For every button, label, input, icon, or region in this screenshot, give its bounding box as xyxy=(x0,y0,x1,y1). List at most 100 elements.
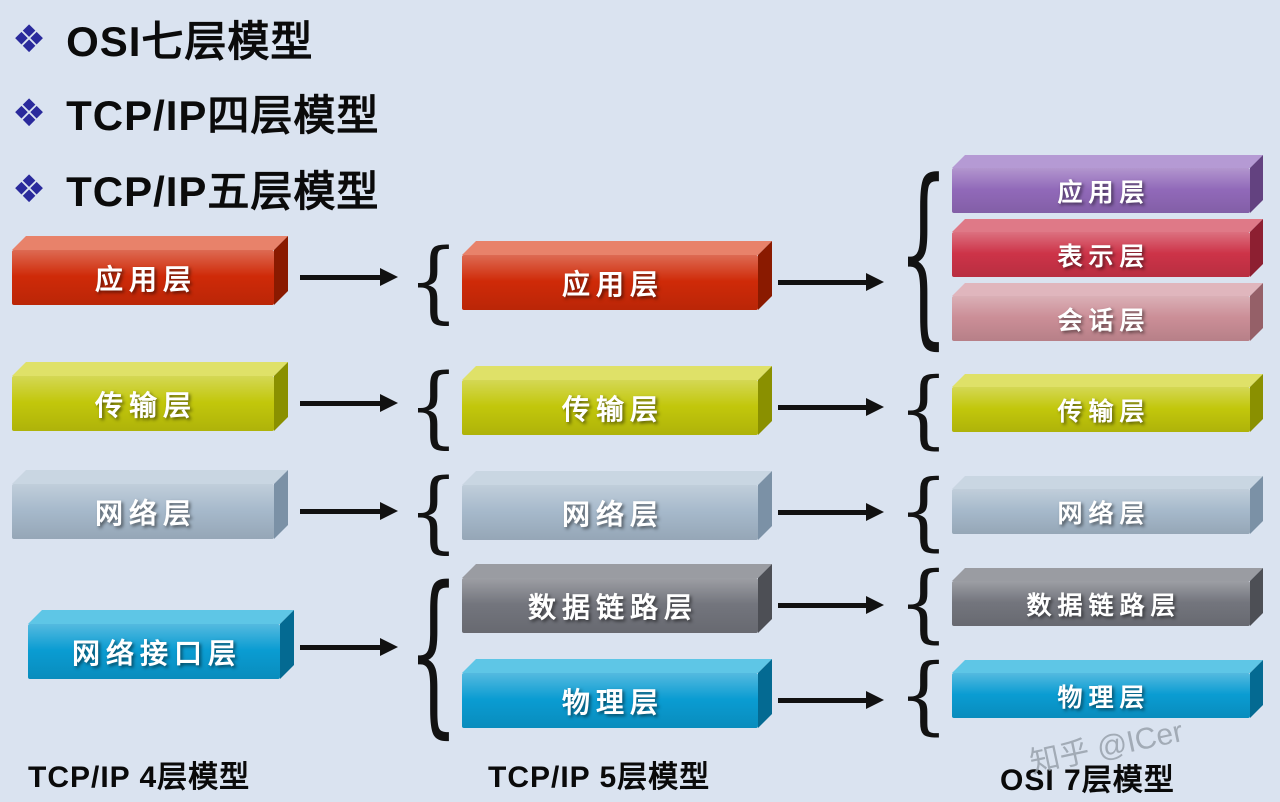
layer-block-datalink: 数据链路层 xyxy=(462,564,772,633)
block-front-face: 传输层 xyxy=(462,380,758,435)
arrow-head xyxy=(866,398,884,416)
block-front-face: 数据链路层 xyxy=(952,581,1250,626)
layer-label: 数据链路层 xyxy=(527,591,698,623)
layer-block-network: 网络层 xyxy=(462,471,772,540)
left-brace-glyph: { xyxy=(898,359,949,458)
layer-label: 传输层 xyxy=(561,393,664,425)
arrow-shaft xyxy=(778,509,866,515)
layer-label: 传输层 xyxy=(94,389,197,421)
layer-label: 网络层 xyxy=(94,497,197,529)
block-front-face: 网络接口层 xyxy=(28,624,280,679)
left-brace-glyph: { xyxy=(898,138,949,367)
diamond-bullet-icon: ❖ xyxy=(12,166,47,211)
layer-label: 应用层 xyxy=(1057,178,1151,207)
layer-block-transport: 传输层 xyxy=(952,374,1263,432)
block-side-face xyxy=(274,470,288,539)
layer-block-session: 会话层 xyxy=(952,283,1263,341)
arrow-head xyxy=(866,503,884,521)
layer-block-datalink: 数据链路层 xyxy=(952,568,1263,626)
bullet-item-tcpip5: ❖ TCP/IP五层模型 xyxy=(12,158,379,219)
block-top-face xyxy=(28,610,294,624)
layer-label: 应用层 xyxy=(94,263,197,295)
block-side-face xyxy=(274,362,288,431)
block-side-face xyxy=(758,471,772,540)
layer-block-network: 网络层 xyxy=(12,470,288,539)
arrow-head xyxy=(380,394,398,412)
arrow-head xyxy=(866,273,884,291)
arrow-head xyxy=(866,596,884,614)
bullet-item-tcpip4: ❖ TCP/IP四层模型 xyxy=(12,82,379,143)
block-side-face xyxy=(758,241,772,310)
arrow-shaft xyxy=(778,279,866,285)
layer-label: 数据链路层 xyxy=(1026,591,1182,620)
left-brace-glyph: { xyxy=(408,230,459,333)
arrow-shaft xyxy=(778,697,866,703)
diamond-bullet-icon: ❖ xyxy=(12,16,47,61)
layer-block-physical: 物理层 xyxy=(952,660,1263,718)
layer-block-presentation: 表示层 xyxy=(952,219,1263,277)
layer-block-physical: 物理层 xyxy=(462,659,772,728)
layer-block-transport: 传输层 xyxy=(12,362,288,431)
arrow-right-icon xyxy=(778,596,884,614)
block-front-face: 网络层 xyxy=(12,484,274,539)
block-front-face: 应用层 xyxy=(12,250,274,305)
layer-block-application: 应用层 xyxy=(952,155,1263,213)
block-top-face xyxy=(952,374,1263,387)
block-front-face: 应用层 xyxy=(952,168,1250,213)
column-caption-tcpip5: TCP/IP 5层模型 xyxy=(488,761,711,794)
column-caption-osi7: OSI 7层模型 xyxy=(1000,764,1175,797)
block-top-face xyxy=(462,366,772,380)
layer-block-transport: 传输层 xyxy=(462,366,772,435)
layer-label: 表示层 xyxy=(1057,242,1151,271)
bullet-item-osi7: ❖ OSI七层模型 xyxy=(12,8,313,69)
arrow-right-icon xyxy=(778,273,884,291)
left-brace-glyph: { xyxy=(898,461,949,560)
layer-block-application: 应用层 xyxy=(462,241,772,310)
bullet-label: TCP/IP四层模型 xyxy=(66,92,380,139)
block-front-face: 应用层 xyxy=(462,255,758,310)
layer-label: 网络接口层 xyxy=(71,637,242,669)
block-top-face xyxy=(952,476,1263,489)
layer-label: 应用层 xyxy=(561,268,664,300)
arrow-shaft xyxy=(778,404,866,410)
arrow-right-icon xyxy=(300,638,398,656)
left-brace-glyph: { xyxy=(898,553,949,652)
block-top-face xyxy=(952,219,1263,232)
arrow-head xyxy=(380,268,398,286)
block-front-face: 会话层 xyxy=(952,296,1250,341)
block-top-face xyxy=(462,564,772,578)
layer-block-network: 网络层 xyxy=(952,476,1263,534)
left-brace-glyph: { xyxy=(408,549,459,755)
arrow-shaft xyxy=(300,274,380,280)
arrow-shaft xyxy=(300,508,380,514)
layer-label: 传输层 xyxy=(1057,397,1151,426)
arrow-right-icon xyxy=(300,502,398,520)
block-top-face xyxy=(462,659,772,673)
block-top-face xyxy=(12,362,288,376)
block-side-face xyxy=(758,659,772,728)
arrow-head xyxy=(380,502,398,520)
arrow-shaft xyxy=(300,644,380,650)
layer-label: 网络层 xyxy=(561,498,664,530)
layer-label: 物理层 xyxy=(561,686,664,718)
block-front-face: 数据链路层 xyxy=(462,578,758,633)
block-front-face: 网络层 xyxy=(462,485,758,540)
block-top-face xyxy=(952,283,1263,296)
block-top-face xyxy=(952,660,1263,673)
block-front-face: 物理层 xyxy=(462,673,758,728)
column-caption-tcpip4: TCP/IP 4层模型 xyxy=(28,761,251,794)
arrow-head xyxy=(866,691,884,709)
block-front-face: 表示层 xyxy=(952,232,1250,277)
layer-label: 网络层 xyxy=(1057,499,1151,528)
layer-label: 物理层 xyxy=(1057,683,1151,712)
block-side-face xyxy=(280,610,294,679)
block-front-face: 网络层 xyxy=(952,489,1250,534)
block-top-face xyxy=(12,470,288,484)
left-brace-glyph: { xyxy=(408,460,459,563)
block-top-face xyxy=(952,155,1263,168)
layer-label: 会话层 xyxy=(1057,306,1151,335)
block-side-face xyxy=(758,564,772,633)
block-front-face: 物理层 xyxy=(952,673,1250,718)
block-side-face xyxy=(758,366,772,435)
block-front-face: 传输层 xyxy=(952,387,1250,432)
